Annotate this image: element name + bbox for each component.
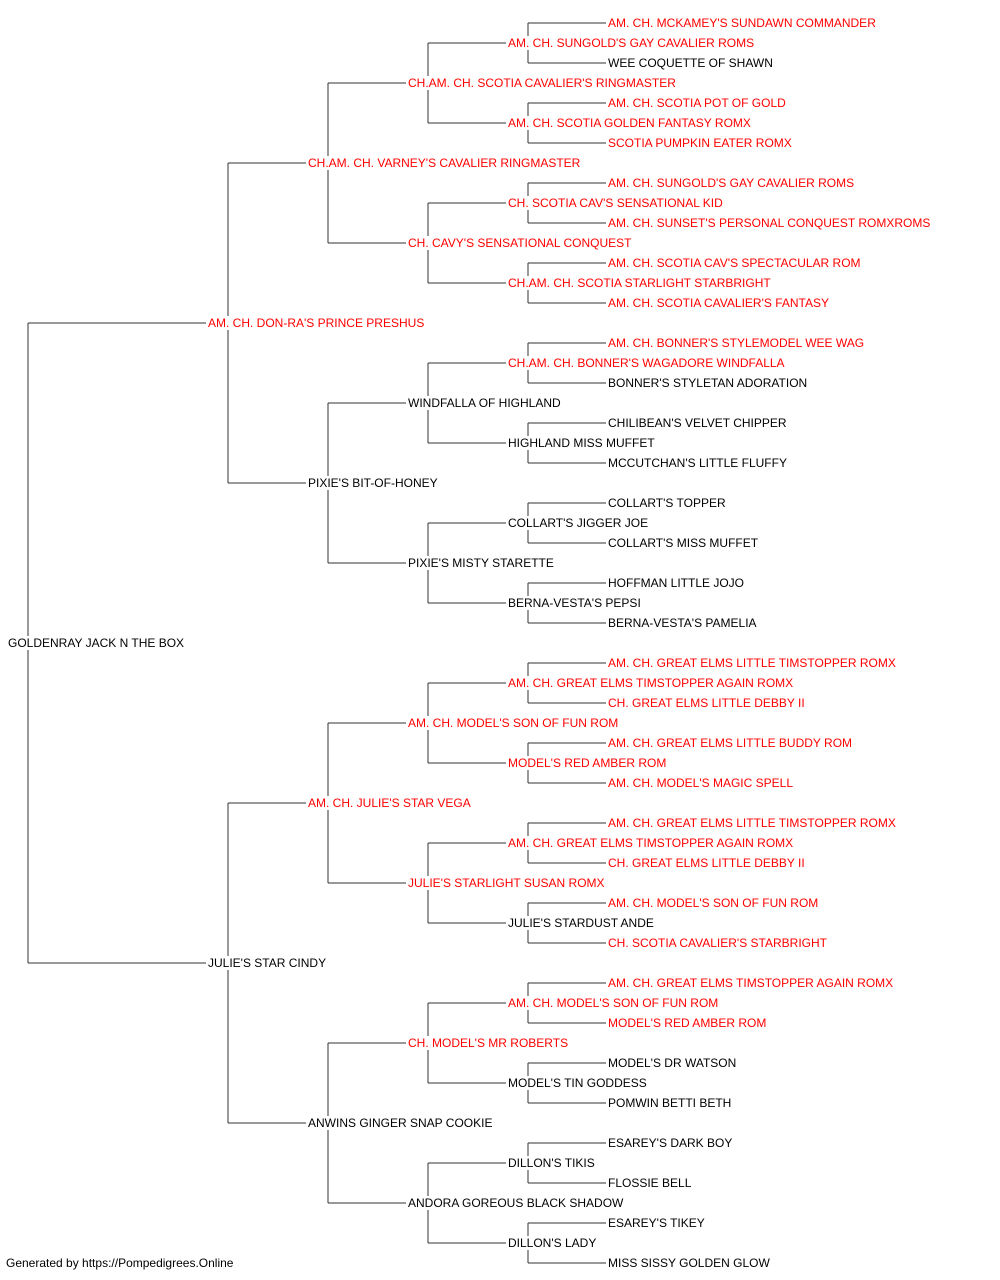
ancestor-name: COLLART'S JIGGER JOE bbox=[506, 516, 651, 530]
ancestor-name: FLOSSIE BELL bbox=[606, 1176, 694, 1190]
ancestor-name: MCCUTCHAN'S LITTLE FLUFFY bbox=[606, 456, 789, 470]
ancestor-name: AM. CH. GREAT ELMS LITTLE BUDDY ROM bbox=[606, 736, 855, 750]
ancestor-name: AM. CH. GREAT ELMS TIMSTOPPER AGAIN ROMX bbox=[506, 836, 796, 850]
ancestor-name: AM. CH. SUNGOLD'S GAY CAVALIER ROMS bbox=[606, 176, 857, 190]
ancestor-name: CH. SCOTIA CAV'S SENSATIONAL KID bbox=[506, 196, 725, 210]
ancestor-name: AM. CH. MODEL'S SON OF FUN ROM bbox=[406, 716, 621, 730]
ancestor-name: AM. CH. SCOTIA CAVALIER'S FANTASY bbox=[606, 296, 832, 310]
ancestor-name: MODEL'S TIN GODDESS bbox=[506, 1076, 649, 1090]
ancestor-name: AM. CH. MODEL'S MAGIC SPELL bbox=[606, 776, 795, 790]
ancestor-name: AM. CH. SCOTIA GOLDEN FANTASY ROMX bbox=[506, 116, 753, 130]
ancestor-name: ANWINS GINGER SNAP COOKIE bbox=[306, 1116, 495, 1130]
ancestor-name: JULIE'S STARDUST ANDE bbox=[506, 916, 656, 930]
ancestor-name: AM. CH. GREAT ELMS TIMSTOPPER AGAIN ROMX bbox=[606, 976, 896, 990]
ancestor-name: AM. CH. MODEL'S SON OF FUN ROM bbox=[506, 996, 721, 1010]
footer-credit: Generated by https://Pompedigrees.Online bbox=[6, 1256, 234, 1270]
ancestor-name: CH.AM. CH. VARNEY'S CAVALIER RINGMASTER bbox=[306, 156, 583, 170]
ancestor-name: PIXIE'S MISTY STARETTE bbox=[406, 556, 556, 570]
ancestor-name: CH.AM. CH. BONNER'S WAGADORE WINDFALLA bbox=[506, 356, 787, 370]
ancestor-name: MODEL'S RED AMBER ROM bbox=[506, 756, 669, 770]
ancestor-name: JULIE'S STAR CINDY bbox=[206, 956, 329, 970]
ancestor-name: AM. CH. MCKAMEY'S SUNDAWN COMMANDER bbox=[606, 16, 878, 30]
ancestor-name: DILLON'S LADY bbox=[506, 1236, 599, 1250]
ancestor-name: AM. CH. GREAT ELMS LITTLE TIMSTOPPER ROM… bbox=[606, 656, 898, 670]
ancestor-name: ANDORA GOREOUS BLACK SHADOW bbox=[406, 1196, 626, 1210]
ancestor-name: MISS SISSY GOLDEN GLOW bbox=[606, 1256, 772, 1270]
ancestor-name: JULIE'S STARLIGHT SUSAN ROMX bbox=[406, 876, 607, 890]
ancestor-name: POMWIN BETTI BETH bbox=[606, 1096, 734, 1110]
ancestor-name: MODEL'S RED AMBER ROM bbox=[606, 1016, 769, 1030]
ancestor-name: AM. CH. DON-RA'S PRINCE PRESHUS bbox=[206, 316, 427, 330]
ancestor-name: CH. GREAT ELMS LITTLE DEBBY II bbox=[606, 696, 807, 710]
ancestor-name: AM. CH. SCOTIA POT OF GOLD bbox=[606, 96, 788, 110]
subject-dog-name: GOLDENRAY JACK N THE BOX bbox=[6, 636, 187, 650]
ancestor-name: CH.AM. CH. SCOTIA CAVALIER'S RINGMASTER bbox=[406, 76, 678, 90]
ancestor-name: SCOTIA PUMPKIN EATER ROMX bbox=[606, 136, 794, 150]
ancestor-name: AM. CH. JULIE'S STAR VEGA bbox=[306, 796, 473, 810]
ancestor-name: BERNA-VESTA'S PEPSI bbox=[506, 596, 643, 610]
ancestor-name: ESAREY'S DARK BOY bbox=[606, 1136, 735, 1150]
ancestor-name: CH. SCOTIA CAVALIER'S STARBRIGHT bbox=[606, 936, 829, 950]
ancestor-name: COLLART'S TOPPER bbox=[606, 496, 728, 510]
ancestor-name: DILLON'S TIKIS bbox=[506, 1156, 597, 1170]
ancestor-name: AM. CH. MODEL'S SON OF FUN ROM bbox=[606, 896, 821, 910]
ancestor-name: CH. MODEL'S MR ROBERTS bbox=[406, 1036, 571, 1050]
ancestor-name: CH.AM. CH. SCOTIA STARLIGHT STARBRIGHT bbox=[506, 276, 773, 290]
ancestor-name: PIXIE'S BIT-OF-HONEY bbox=[306, 476, 440, 490]
ancestor-name: COLLART'S MISS MUFFET bbox=[606, 536, 761, 550]
ancestor-name: AM. CH. BONNER'S STYLEMODEL WEE WAG bbox=[606, 336, 867, 350]
ancestor-name: AM. CH. GREAT ELMS TIMSTOPPER AGAIN ROMX bbox=[506, 676, 796, 690]
ancestor-name: WEE COQUETTE OF SHAWN bbox=[606, 56, 775, 70]
ancestor-name: BERNA-VESTA'S PAMELIA bbox=[606, 616, 759, 630]
ancestor-name: ESAREY'S TIKEY bbox=[606, 1216, 707, 1230]
ancestor-name: CHILIBEAN'S VELVET CHIPPER bbox=[606, 416, 789, 430]
ancestor-name: HIGHLAND MISS MUFFET bbox=[506, 436, 657, 450]
ancestor-name: AM. CH. SUNSET'S PERSONAL CONQUEST ROMXR… bbox=[606, 216, 933, 230]
ancestor-name: CH. CAVY'S SENSATIONAL CONQUEST bbox=[406, 236, 634, 250]
ancestor-name: BONNER'S STYLETAN ADORATION bbox=[606, 376, 810, 390]
ancestor-name: WINDFALLA OF HIGHLAND bbox=[406, 396, 563, 410]
ancestor-name: MODEL'S DR WATSON bbox=[606, 1056, 739, 1070]
ancestor-name: CH. GREAT ELMS LITTLE DEBBY II bbox=[606, 856, 807, 870]
ancestor-name: HOFFMAN LITTLE JOJO bbox=[606, 576, 747, 590]
ancestor-name: AM. CH. SUNGOLD'S GAY CAVALIER ROMS bbox=[506, 36, 757, 50]
ancestor-name: AM. CH. SCOTIA CAV'S SPECTACULAR ROM bbox=[606, 256, 863, 270]
ancestor-name: AM. CH. GREAT ELMS LITTLE TIMSTOPPER ROM… bbox=[606, 816, 898, 830]
